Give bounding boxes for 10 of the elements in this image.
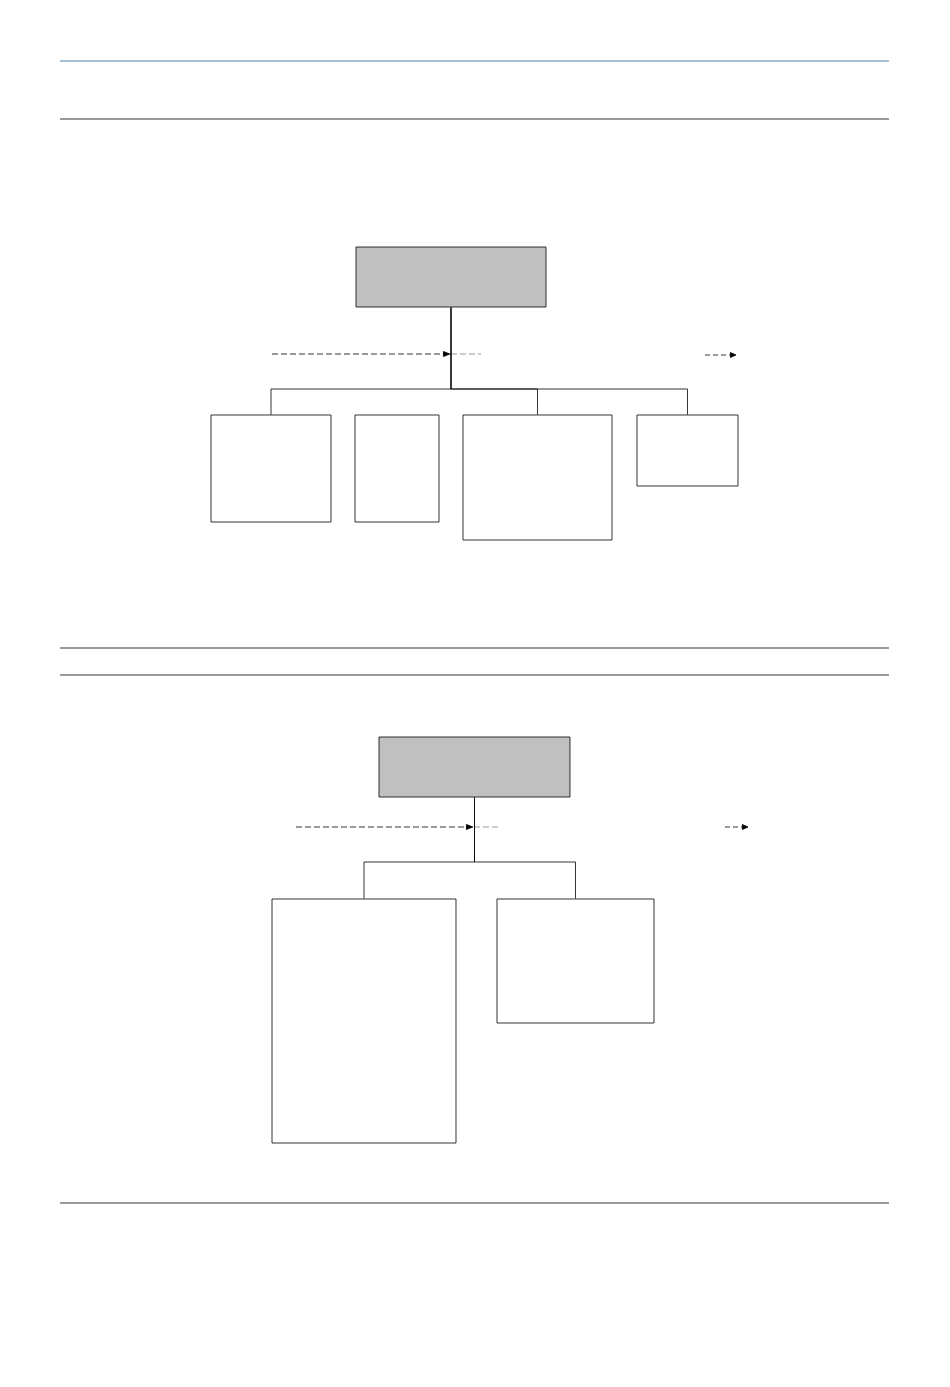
empty-box <box>354 414 440 523</box>
connector-line <box>450 307 688 415</box>
empty-box <box>355 246 547 308</box>
empty-box <box>210 414 332 523</box>
empty-box <box>462 414 613 541</box>
empty-box <box>271 898 457 1144</box>
empty-box <box>496 898 655 1024</box>
connector-line <box>474 797 576 899</box>
empty-box <box>636 414 739 487</box>
empty-box <box>378 736 571 798</box>
